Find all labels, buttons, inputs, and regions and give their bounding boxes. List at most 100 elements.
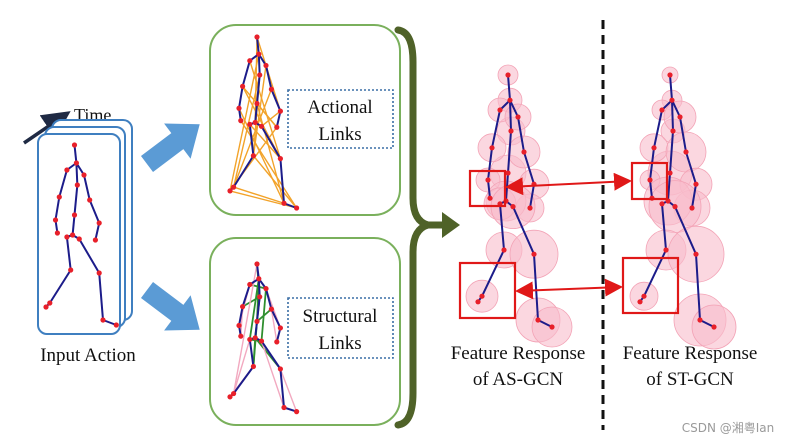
skeleton-joint <box>256 276 262 282</box>
inferred-link <box>270 308 278 343</box>
skeleton-joint <box>76 236 82 242</box>
skeleton-bone <box>487 146 493 181</box>
skeleton-joint <box>670 128 676 134</box>
skeleton-joint <box>497 107 503 113</box>
skeleton-bone <box>48 269 72 304</box>
inferred-link <box>241 295 261 308</box>
skeleton-joint <box>667 170 673 176</box>
skeleton-joint <box>531 251 537 257</box>
skeleton-bone <box>669 130 674 174</box>
structural-skeleton <box>227 261 300 415</box>
input-skeleton <box>43 142 119 328</box>
skeleton-joint <box>96 270 102 276</box>
skeleton-joint <box>527 205 533 211</box>
skeleton-joint <box>257 72 263 78</box>
skeleton-joint <box>637 299 643 305</box>
inferred-link <box>248 277 260 341</box>
skeleton-joint <box>64 234 70 240</box>
skeleton-bone <box>661 202 667 251</box>
skeleton-bone <box>691 183 697 209</box>
skeleton-bone <box>54 196 61 221</box>
skeleton-bone <box>75 162 79 186</box>
skeleton-joint <box>487 195 493 201</box>
skeleton-bone <box>270 308 282 329</box>
skeleton-joint <box>651 145 657 151</box>
skeleton-joint <box>281 200 287 206</box>
inferred-link <box>238 107 285 204</box>
skeleton-joint <box>258 338 265 344</box>
skeleton-bone <box>499 202 505 251</box>
skeleton-joint <box>92 237 98 243</box>
skeleton-joint <box>250 153 256 159</box>
skeleton-joint <box>281 404 287 411</box>
skeleton-bone <box>679 116 687 153</box>
skeleton-bone <box>241 283 251 308</box>
skeleton-joint <box>711 324 717 330</box>
skeleton-bone <box>83 174 91 201</box>
skeleton-joint <box>113 322 119 328</box>
inferred-link <box>256 102 278 128</box>
skeleton-joint <box>238 118 244 124</box>
as-gcn-foot-highlight <box>458 261 517 320</box>
skeleton-bone <box>279 367 285 409</box>
inferred-link <box>229 53 260 192</box>
skeleton-joint <box>81 172 87 178</box>
skeleton-joint <box>268 86 274 92</box>
skeleton-joint <box>43 304 49 310</box>
as-gcn-caption-line-2: of AS-GCN <box>473 369 564 390</box>
skeleton-joint <box>70 232 76 238</box>
skeleton-joint <box>277 108 283 114</box>
skeleton-joint <box>274 339 280 345</box>
skeleton-joint <box>258 123 265 129</box>
skeleton-bone <box>254 320 258 339</box>
skeleton-joint <box>252 335 258 341</box>
skeleton-bone <box>649 179 653 200</box>
structural-label-box <box>287 297 394 359</box>
skeleton-joint <box>100 317 106 323</box>
inferred-link <box>260 110 282 128</box>
skeleton-joint <box>489 145 495 151</box>
skeleton-joint <box>236 322 242 329</box>
skeleton-joint <box>56 194 62 200</box>
skeleton-bone <box>671 99 674 132</box>
skeleton-joint <box>250 363 256 370</box>
skeleton-joint <box>508 128 514 134</box>
skeleton-bone <box>98 272 104 321</box>
skeleton-joint <box>535 317 541 323</box>
skeleton-joint <box>73 160 79 166</box>
skeleton-bone <box>275 110 282 129</box>
skeleton-joint <box>277 156 283 162</box>
skeleton-bone <box>241 59 251 88</box>
skeleton-joint <box>479 293 485 299</box>
skeleton-joint <box>294 409 300 415</box>
actional-label-line-2: Links <box>318 124 361 145</box>
skeleton-bone <box>695 253 701 321</box>
skeleton-bone <box>537 319 553 328</box>
skeleton-joint <box>549 324 555 330</box>
skeleton-joint <box>71 212 78 218</box>
skeleton-joint <box>277 325 283 331</box>
skeleton-bone <box>65 236 72 271</box>
merge-brace <box>394 26 432 429</box>
skeleton-joint <box>74 182 80 188</box>
structural-label-line-1: Structural <box>303 306 378 327</box>
skeleton-bone <box>487 179 491 200</box>
flow-arrow-down <box>140 282 200 331</box>
skeleton-joint <box>669 97 675 103</box>
skeleton-bone <box>256 74 261 105</box>
skeleton-joint <box>268 306 274 312</box>
structural-label-line-2: Links <box>318 333 361 354</box>
st-gcn-response-skeleton <box>629 66 737 350</box>
skeleton-joint <box>659 201 665 207</box>
skeleton-joint <box>64 167 70 173</box>
skeleton-joint <box>52 217 59 223</box>
skeleton-bone <box>512 205 535 256</box>
skeleton-joint <box>254 318 260 324</box>
skeleton-joint <box>247 281 253 288</box>
skeleton-bone <box>254 102 258 124</box>
skeleton-joint <box>71 142 78 148</box>
skeleton-bone <box>73 184 79 216</box>
skeleton-joint <box>641 293 647 299</box>
skeleton-joint <box>263 286 269 292</box>
flow-arrow-up <box>140 123 200 172</box>
